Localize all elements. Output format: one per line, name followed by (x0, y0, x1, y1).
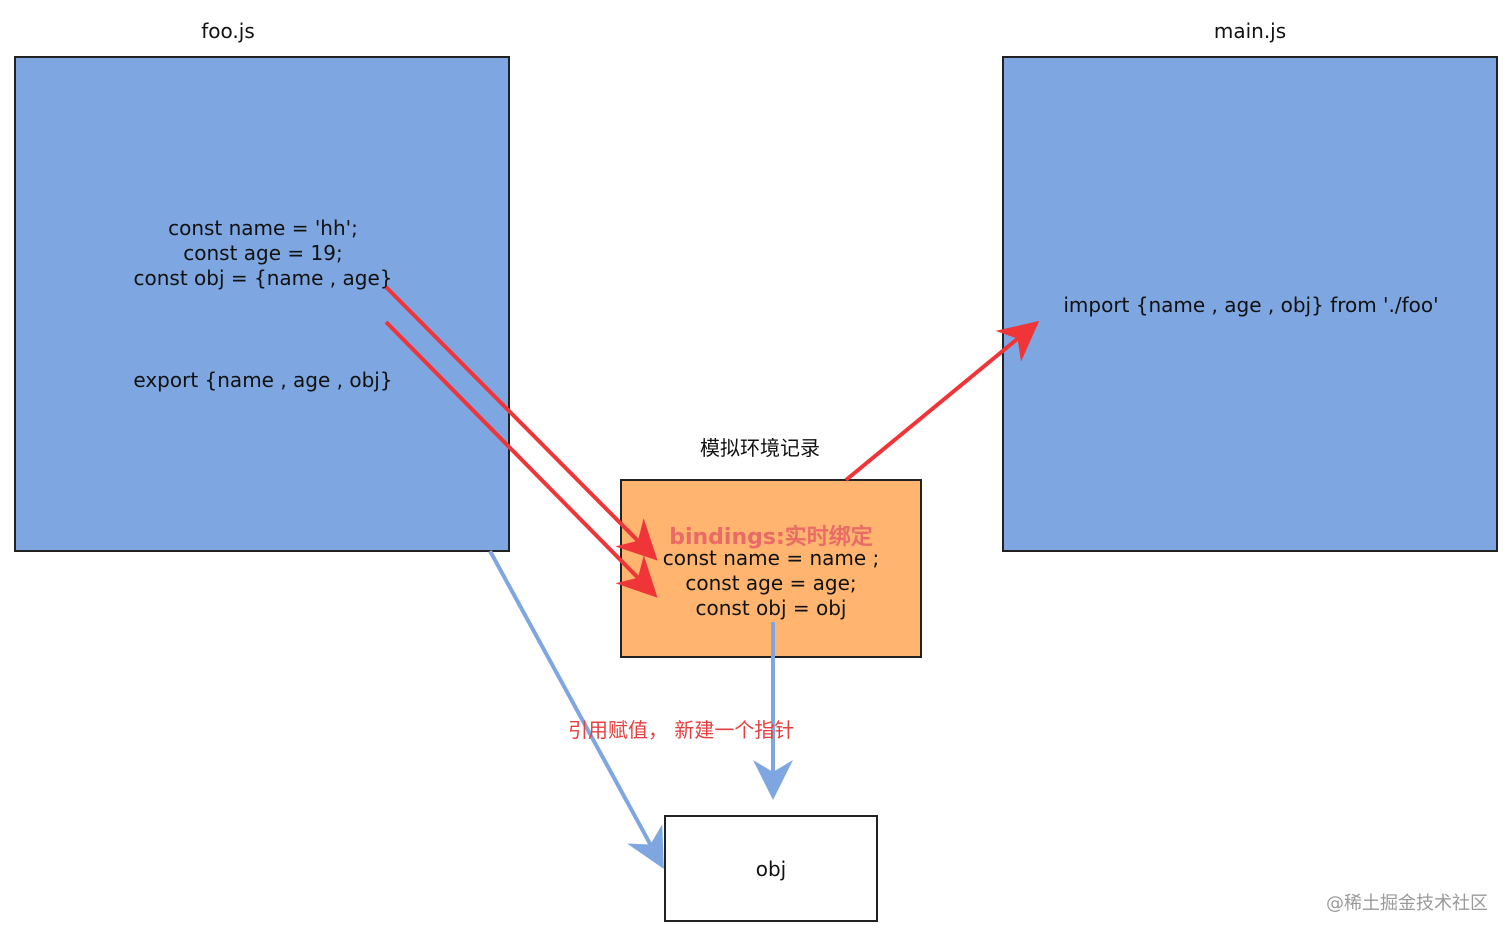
foo-module-box: const name = 'hh'; const age = 19; const… (14, 56, 510, 552)
env-record-title: 模拟环境记录 (700, 436, 820, 460)
foo-module-title: foo.js (201, 19, 255, 43)
env-record-box: bindings:实时绑定 const name = name ; const … (620, 479, 922, 658)
obj-box-label: obj (755, 857, 787, 881)
foo-code-line-obj: const obj = {name , age} (133, 266, 393, 290)
env-line-name: const name = name ; (662, 546, 880, 570)
watermark: @稀土掘金技术社区 (1326, 893, 1488, 914)
env-line-age: const age = age; (685, 571, 857, 595)
obj-box: obj (664, 815, 878, 922)
foo-code-block: const name = 'hh'; const age = 19; const… (16, 216, 510, 291)
foo-code-line-age: const age = 19; (183, 241, 343, 265)
main-import-line: import {name , age , obj} from './foo' (1063, 293, 1439, 317)
env-binding-lines: const name = name ; const age = age; con… (622, 546, 920, 621)
main-module-title: main.js (1213, 19, 1287, 43)
foo-export-line: export {name , age , obj} (133, 368, 393, 392)
reference-assignment-note: 引用赋值， 新建一个指针 (568, 718, 795, 742)
foo-code-line-name: const name = 'hh'; (168, 216, 358, 240)
main-module-box: import {name , age , obj} from './foo' (1002, 56, 1498, 552)
env-line-obj: const obj = obj (695, 596, 847, 620)
bindings-title: bindings:实时绑定 (669, 525, 873, 550)
